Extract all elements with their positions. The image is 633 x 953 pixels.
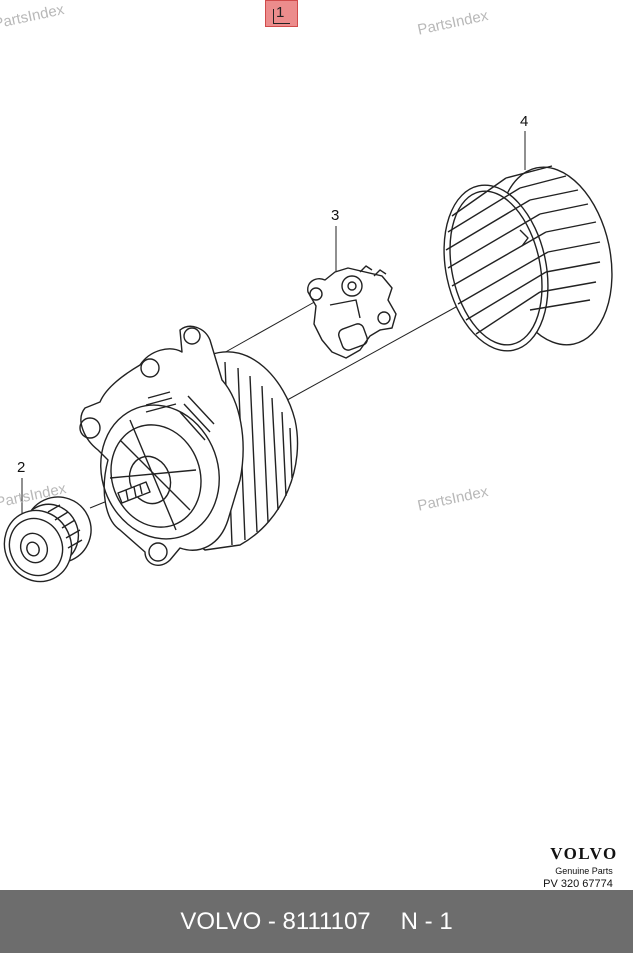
exploded-parts-diagram: [0, 131, 628, 592]
regulator-part[interactable]: [307, 265, 397, 359]
footer-bar: VOLVO - 8111107 N - 1: [0, 890, 633, 953]
alternator-body[interactable]: [79, 325, 299, 566]
callout-item-1[interactable]: 1: [265, 0, 298, 27]
pulley-part[interactable]: [0, 486, 102, 592]
part-label-2[interactable]: 2: [17, 459, 26, 476]
brand-block: VOLVO Genuine Parts PV 320 67774: [539, 844, 629, 890]
brand-subtitle: Genuine Parts: [555, 866, 613, 876]
diagram-code: PV 320 67774: [543, 878, 613, 890]
footer-sheet: N - 1: [400, 907, 453, 935]
callout-bracket: [273, 9, 290, 24]
part-label-4[interactable]: 4: [520, 113, 529, 130]
leader-lines: [21, 131, 526, 514]
callout-label: 1: [276, 4, 285, 21]
rear-cover-part[interactable]: [430, 157, 628, 361]
volvo-logo: VOLVO: [550, 844, 618, 863]
footer-part-number: VOLVO - 8111107: [180, 907, 371, 935]
part-label-3[interactable]: 3: [331, 207, 340, 224]
